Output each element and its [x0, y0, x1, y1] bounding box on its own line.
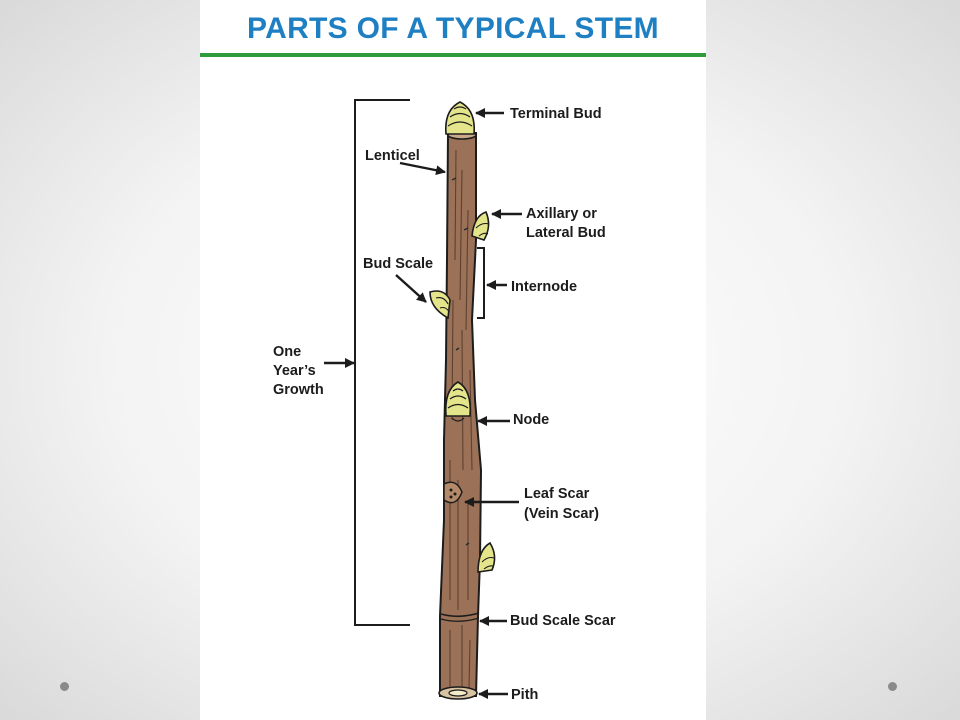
label-pith: Pith [511, 687, 538, 703]
bud-scale-scar-band [440, 612, 480, 618]
callout-arrows [324, 108, 522, 699]
label-lenticel: Lenticel [365, 148, 420, 164]
label-leaf-scar-line2: (Vein Scar) [524, 506, 599, 522]
page-title: PARTS OF A TYPICAL STEM [247, 12, 659, 45]
label-terminal-bud: Terminal Bud [510, 106, 602, 122]
label-axillary-line2: Lateral Bud [526, 225, 606, 241]
node-bud [444, 381, 472, 422]
label-bud-scale-scar: Bud Scale Scar [510, 613, 616, 629]
title-rule [200, 53, 706, 57]
label-axillary-line1: Axillary or [526, 206, 597, 222]
diagram-panel: PARTS OF A TYPICAL STEM [200, 0, 706, 720]
internode-bracket [477, 247, 485, 319]
stem-diagram: Terminal Bud Lenticel Axillary or Latera… [273, 99, 616, 703]
slide-dot-right [888, 682, 897, 691]
label-growth-line3: Growth [273, 382, 324, 398]
slide-dot-left [60, 682, 69, 691]
label-leaf-scar-line1: Leaf Scar [524, 486, 590, 502]
label-growth-line2: Year’s [273, 363, 316, 379]
label-growth-line1: One [273, 344, 301, 360]
leaf-scar [443, 481, 463, 504]
axillary-bud [471, 211, 490, 241]
label-internode: Internode [511, 279, 577, 295]
label-bud-scale: Bud Scale [363, 256, 433, 272]
terminal-bud [444, 101, 476, 135]
lateral-bud-lower [477, 541, 496, 573]
one-years-growth-bracket [354, 99, 410, 626]
label-node: Node [513, 412, 549, 428]
lateral-bud-left [429, 290, 451, 320]
